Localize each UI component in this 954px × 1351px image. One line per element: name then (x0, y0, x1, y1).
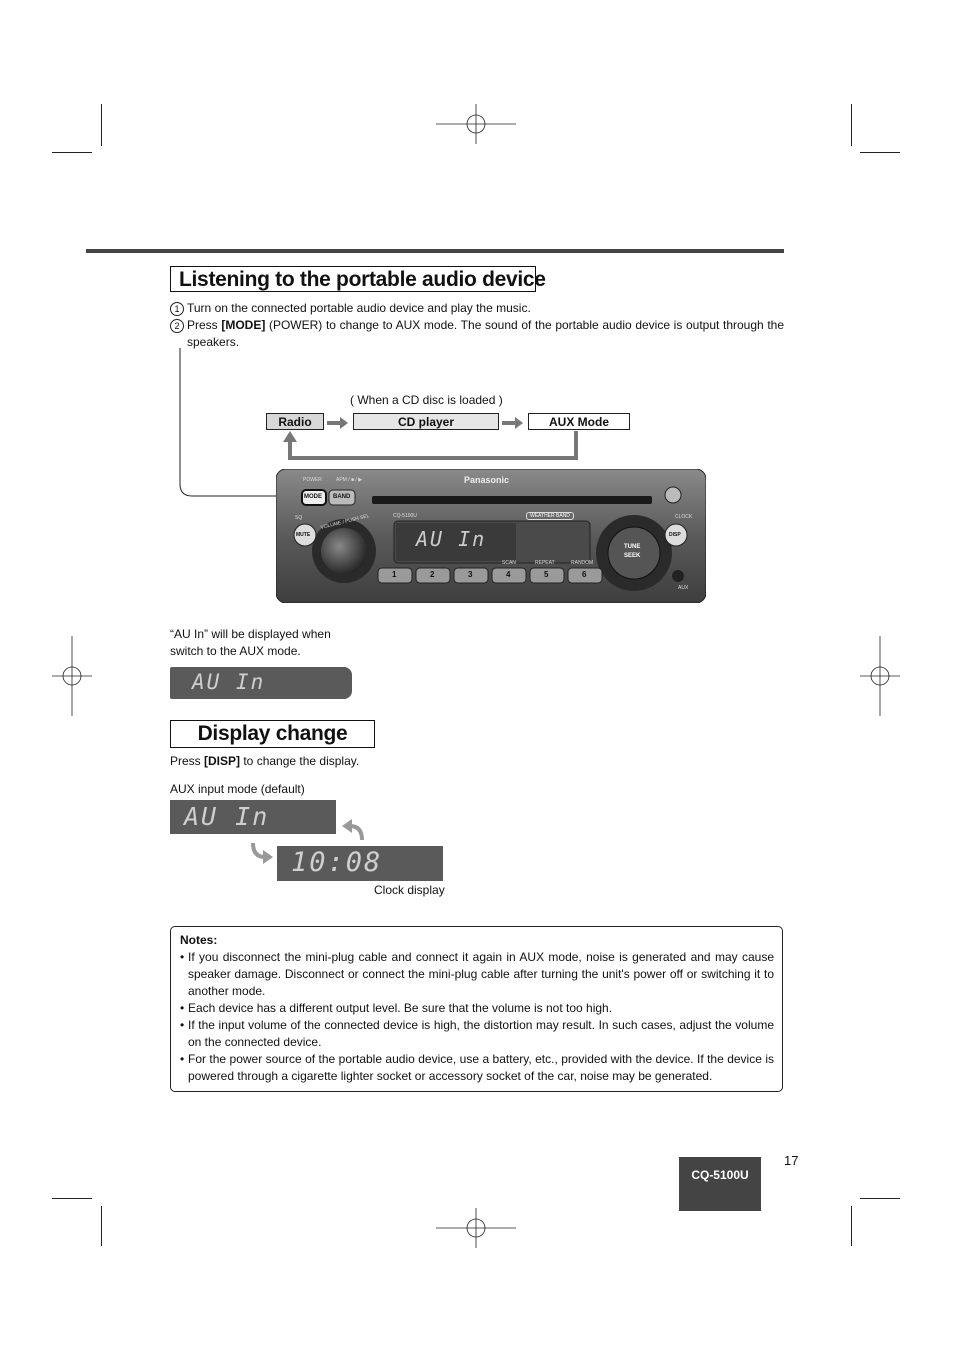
radio-lcd-text: AU In (416, 527, 487, 551)
clock-lcd-display: 10:08 (277, 846, 443, 881)
random-label: RANDOM (571, 560, 594, 566)
bullet: • (180, 1018, 185, 1032)
bullet: • (180, 950, 185, 964)
crop-mark (860, 1198, 900, 1199)
crop-mark (101, 1206, 102, 1246)
seek-label[interactable]: SEEK (624, 553, 641, 559)
bullet: • (180, 1001, 185, 1015)
note-text: For the power source of the portable aud… (188, 1052, 774, 1083)
disp-instruction: Press [DISP] to change the display. (170, 754, 360, 768)
aux-lcd-text: AU In (184, 802, 270, 831)
aux-mode-label: AUX input mode (default) (170, 782, 305, 796)
clock-display-label: Clock display (374, 883, 445, 897)
repeat-label: REPEAT (535, 560, 555, 566)
flow-radio: Radio (266, 413, 324, 430)
au-lcd-text: AU In (192, 670, 266, 694)
registration-mark (436, 1208, 516, 1248)
preset-1[interactable]: 1 (392, 570, 397, 579)
step-number: 1 (170, 302, 184, 316)
bullet: • (180, 1052, 185, 1066)
mode-button[interactable]: MODE (304, 494, 322, 500)
flow-arrows (283, 417, 578, 460)
crop-mark (860, 152, 900, 153)
note-item: • Each device has a different output lev… (180, 1000, 774, 1017)
au-caption: “AU In” will be displayed when switch to… (170, 627, 331, 658)
cycle-arrow-icon (251, 842, 273, 864)
step-2: 2 Press [MODE] (POWER) to change to AUX … (170, 317, 784, 351)
aux-lcd-display: AU In (170, 800, 336, 834)
callout-line (179, 348, 303, 497)
disp-key: [DISP] (204, 754, 241, 768)
band-button[interactable]: BAND (333, 494, 351, 500)
crop-mark (52, 1198, 92, 1199)
step-1: 1 Turn on the connected portable audio d… (170, 300, 784, 317)
note-item: • If the input volume of the connected d… (180, 1017, 774, 1051)
weather-band-label: WEATHER BAND (526, 512, 574, 520)
crop-mark (52, 152, 92, 153)
header-rule (86, 249, 784, 253)
apm-label: APM / ■ / ▶ (336, 477, 363, 483)
step-text: Turn on the connected portable audio dev… (187, 301, 531, 315)
clock-lcd-text: 10:08 (291, 847, 383, 878)
crop-mark (101, 104, 102, 146)
section-title-listening: Listening to the portable audio device (170, 266, 546, 292)
brand-logo: Panasonic (464, 475, 510, 485)
flow-note: ( When a CD disc is loaded ) (350, 393, 503, 407)
clock-label: CLOCK (675, 514, 693, 520)
power-label: POWER (303, 477, 322, 483)
cycle-arrow-icon (342, 819, 364, 841)
disp-button[interactable]: DISP (669, 532, 681, 538)
car-radio-unit: Panasonic POWER APM / ■ / ▶ MODE BAND SQ… (276, 469, 706, 603)
notes-title: Notes: (180, 933, 218, 947)
note-text: If you disconnect the mini-plug cable an… (188, 950, 774, 998)
crop-mark (851, 104, 852, 146)
preset-2[interactable]: 2 (430, 570, 435, 579)
preset-4[interactable]: 4 (506, 570, 511, 579)
registration-mark (860, 636, 900, 716)
mute-button[interactable]: MUTE (296, 532, 311, 538)
page-number: 17 (784, 1153, 799, 1168)
au-lcd-display: AU In (170, 667, 352, 699)
step-text: Press [MODE] (POWER) to change to AUX mo… (187, 318, 785, 349)
sq-label: SQ (295, 515, 303, 521)
preset-5[interactable]: 5 (544, 570, 549, 579)
note-text: If the input volume of the connected dev… (188, 1018, 774, 1049)
registration-mark (436, 104, 516, 144)
step-number: 2 (170, 319, 184, 333)
notes-box: Notes: • If you disconnect the mini-plug… (170, 926, 783, 1092)
tune-label[interactable]: TUNE (624, 544, 641, 550)
crop-mark (851, 1206, 852, 1246)
flow-aux-mode: AUX Mode (528, 413, 630, 430)
preset-6[interactable]: 6 (582, 570, 587, 579)
mode-key: [MODE] (221, 318, 266, 332)
aux-jack-label: AUX (678, 585, 689, 591)
note-item: • If you disconnect the mini-plug cable … (180, 949, 774, 1000)
model-label: CQ-5100U (393, 513, 417, 519)
note-text: Each device has a different output level… (188, 1001, 613, 1015)
note-item: • For the power source of the portable a… (180, 1051, 774, 1085)
scan-label: SCAN (502, 560, 516, 566)
section-title-display-change: Display change (170, 720, 375, 748)
flow-cd-player: CD player (353, 413, 499, 430)
preset-3[interactable]: 3 (468, 570, 473, 579)
model-badge: CQ-5100U (679, 1157, 761, 1211)
registration-mark (52, 636, 92, 716)
